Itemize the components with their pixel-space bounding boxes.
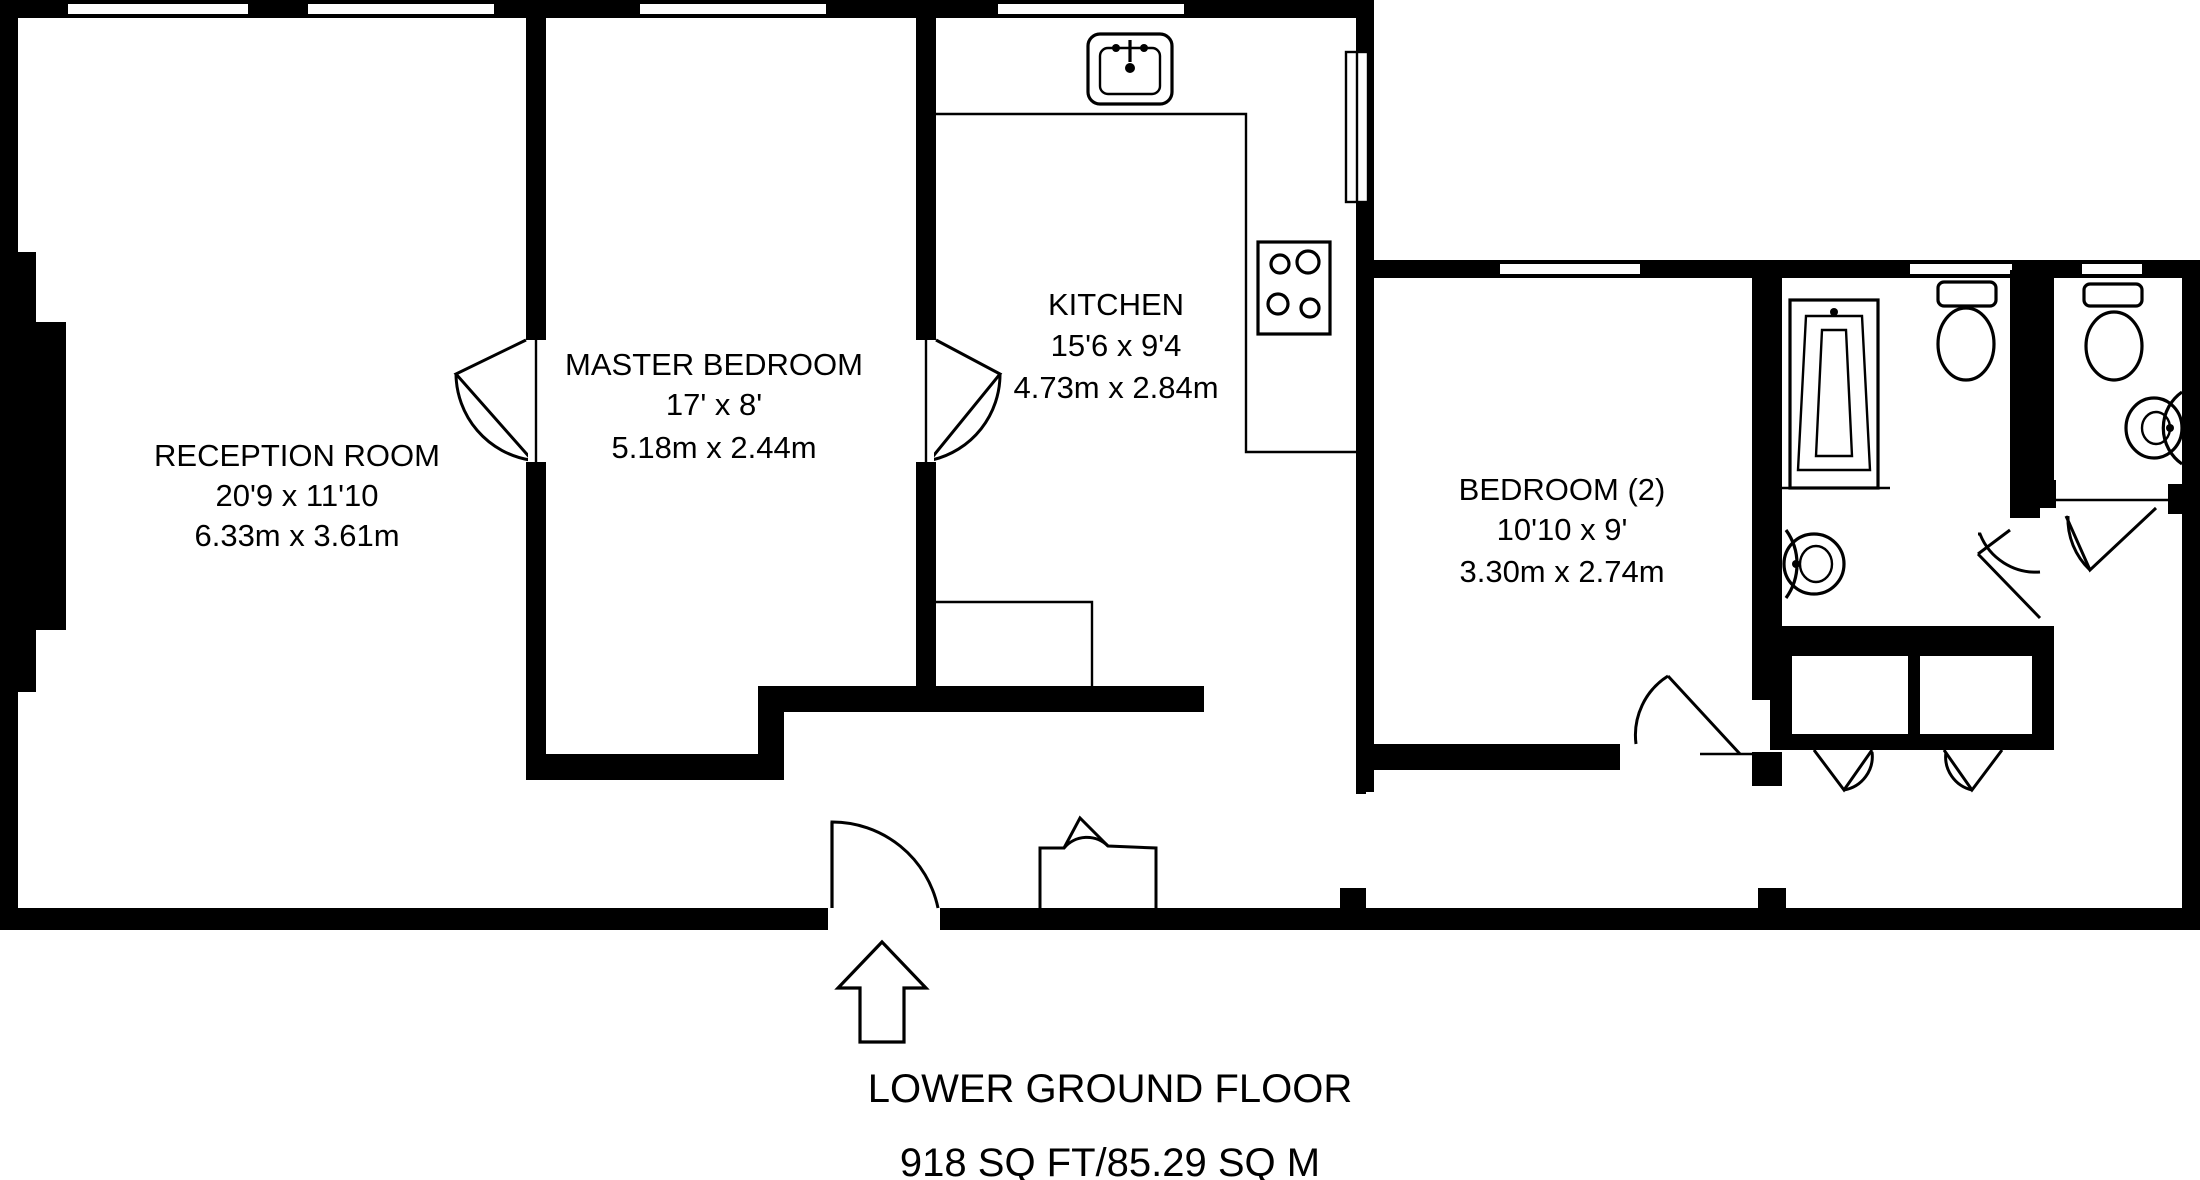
master-bedroom-metric: 5.18m x 2.44m [611, 430, 816, 465]
basin-icon [1782, 529, 1846, 599]
bedroom2-imperial: 10'10 x 9' [1497, 512, 1628, 547]
bedroom2-metric: 3.30m x 2.74m [1459, 554, 1664, 589]
windows [68, 4, 2142, 274]
hob-icon [1256, 240, 1332, 336]
reception-name: RECEPTION ROOM [154, 438, 440, 473]
sink-icon [1086, 32, 1174, 106]
floor-area: 918 SQ FT/85.29 SQ M [900, 1141, 1320, 1180]
interior-walls [526, 0, 2056, 930]
kitchen-name: KITCHEN [1048, 287, 1184, 322]
room-labels: RECEPTION ROOM 20'9 x 11'10 6.33m x 3.61… [154, 287, 1665, 589]
reception-metric: 6.33m x 3.61m [194, 518, 399, 553]
master-bedroom-name: MASTER BEDROOM [565, 347, 863, 382]
bath-icon [1788, 298, 1880, 490]
toilet-icon [1936, 280, 1998, 382]
basin-icon [2124, 390, 2184, 466]
floor-caption: LOWER GROUND FLOOR 918 SQ FT/85.29 SQ M [868, 1067, 1352, 1180]
floor-name: LOWER GROUND FLOOR [868, 1067, 1352, 1111]
kitchen-imperial: 15'6 x 9'4 [1051, 328, 1182, 363]
reception-imperial: 20'9 x 11'10 [216, 478, 379, 513]
kitchen-fittings [936, 32, 1356, 686]
bathroom-fittings [1782, 270, 2184, 599]
entrance-arrow-icon [834, 939, 930, 1044]
bedroom2-name: BEDROOM (2) [1459, 472, 1666, 507]
master-bedroom-imperial: 17' x 8' [666, 387, 762, 422]
doors [453, 338, 2158, 934]
kitchen-metric: 4.73m x 2.84m [1013, 370, 1218, 405]
toilet-icon [2082, 282, 2144, 382]
